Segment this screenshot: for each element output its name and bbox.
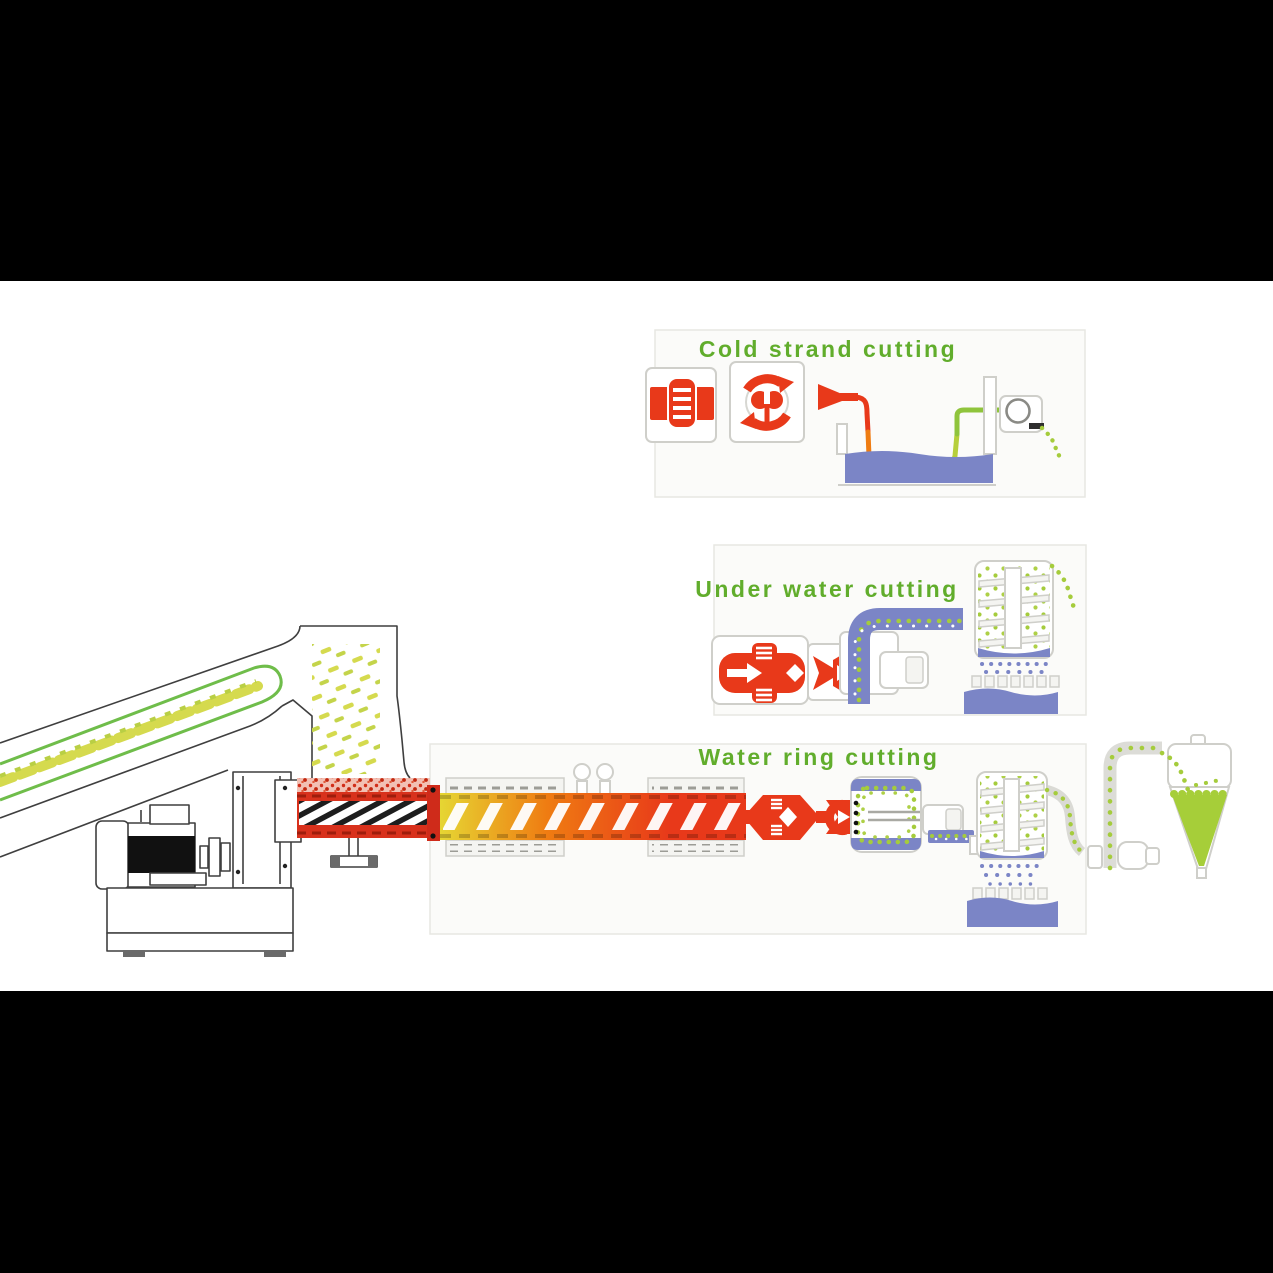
pellet-blower	[1087, 841, 1160, 870]
cutter-hub	[825, 800, 848, 835]
cold-strand-title: Cold strand cutting	[699, 336, 957, 362]
under-water-title: Under water cutting	[695, 576, 958, 602]
strand-pelletizer	[999, 395, 1065, 463]
conveyor-material-2	[0, 679, 257, 778]
shaft-coupling	[199, 837, 231, 877]
base-foot	[123, 950, 145, 957]
circulating-pellets	[855, 785, 917, 845]
gradient-barrel	[440, 793, 746, 840]
gearbox	[232, 771, 302, 889]
under-water-section	[711, 560, 1077, 714]
drive-motor	[95, 804, 207, 890]
pellet-water-pipe	[848, 608, 963, 704]
vent-ports	[573, 763, 614, 796]
screen-pack	[768, 822, 785, 838]
falling-flakes	[312, 644, 380, 774]
underwater-water-drain	[964, 662, 1060, 714]
screw-shaft	[299, 801, 428, 825]
water-tank	[967, 897, 1058, 927]
underwater-dryer	[974, 560, 1077, 659]
cooling-bath	[836, 376, 997, 486]
cold-strand-section	[645, 361, 1065, 486]
screen-changer-icon	[645, 367, 717, 443]
drain-grate	[971, 675, 1060, 688]
barrel-flange	[427, 785, 440, 841]
centrifugal-dryer	[976, 771, 1048, 860]
pellets-entering	[1159, 750, 1191, 793]
product-cyclone	[1159, 734, 1232, 879]
first-stage-barrel	[297, 778, 440, 841]
water-ring-pelletizer	[825, 776, 964, 853]
extruder-machine	[0, 625, 440, 957]
screw-flights	[443, 803, 743, 830]
screen-pack	[768, 796, 785, 812]
water-ring-title: Water ring cutting	[699, 744, 940, 770]
bath-water	[845, 451, 993, 483]
water-drain	[967, 864, 1058, 927]
second-stage-line	[440, 734, 1232, 927]
dry-pellets-out	[1049, 563, 1077, 611]
cut-pellets	[1039, 425, 1065, 463]
dryer-water	[978, 648, 1050, 657]
underwater-melt-unit	[711, 635, 809, 705]
conveyor-belt	[0, 664, 283, 802]
gear-pump-icon	[729, 361, 805, 443]
water-tank	[964, 688, 1058, 714]
riser-pipe	[1103, 741, 1163, 871]
drain-grate	[972, 887, 1048, 900]
feed-conveyor	[0, 625, 301, 858]
feed-hopper	[281, 625, 411, 779]
dryer-water	[980, 851, 1044, 858]
conveyor-material	[0, 681, 263, 787]
heater-blocks	[445, 777, 745, 857]
dryer-exit-pipe	[1044, 785, 1086, 856]
machine-base	[106, 887, 294, 957]
molten-feed	[297, 778, 430, 793]
base-foot	[264, 950, 286, 957]
pellet-fill	[1172, 795, 1227, 866]
strand-die	[818, 384, 858, 410]
